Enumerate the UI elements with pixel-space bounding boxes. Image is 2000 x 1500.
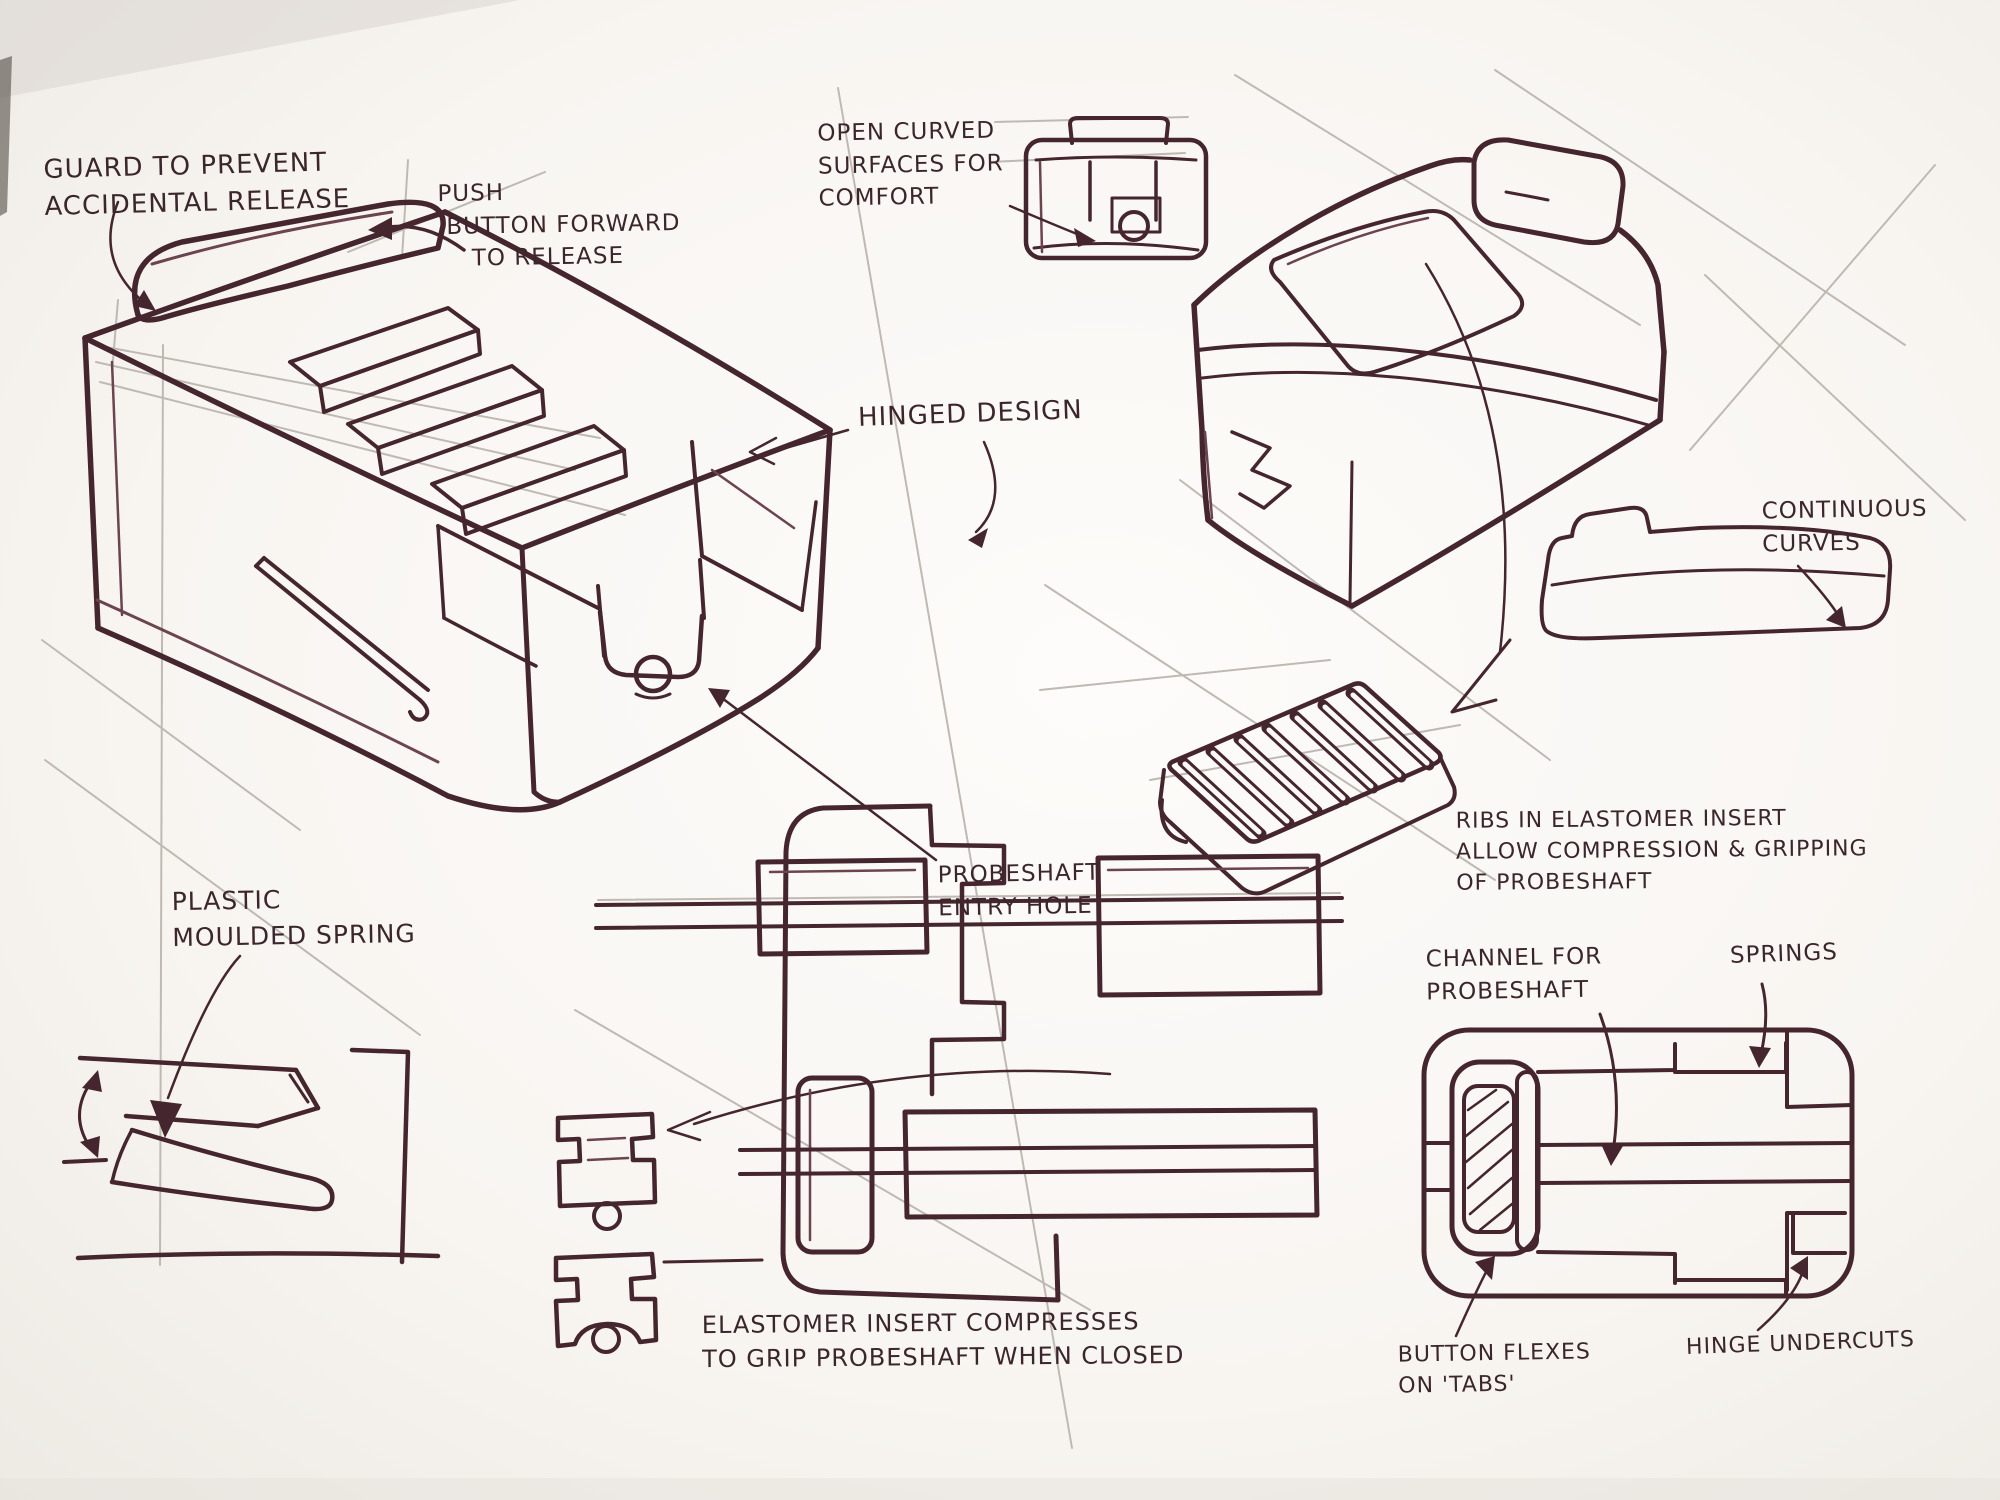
- note-push-button: PUSH BUTTON FORWARD TO RELEASE: [437, 179, 681, 273]
- button-flexes-leader: [1454, 1256, 1495, 1338]
- flex-double-arrow: [78, 1070, 102, 1158]
- pencil-guides: [41, 69, 1966, 1449]
- note-springs: SPRINGS: [1729, 939, 1839, 969]
- button-insert-section: [795, 1075, 875, 1255]
- push-arrow: [368, 217, 466, 252]
- figure-moulded-spring: [62, 1047, 441, 1265]
- figure-closed-device: [1191, 137, 1667, 609]
- hinged-leader: [748, 428, 997, 548]
- insert-ribs: [1177, 687, 1435, 840]
- note-hinged-design: HINGED DESIGN: [857, 395, 1084, 433]
- note-ribs-elastomer: RIBS IN ELASTOMER INSERT ALLOW COMPRESSI…: [1455, 805, 1868, 897]
- ribs-leader: [1424, 262, 1512, 714]
- probeshaft-entry-leader: [708, 688, 938, 862]
- channel-leader: [1598, 1012, 1623, 1166]
- figure-side-profile: [1539, 505, 1893, 641]
- figure-channel-top-view: [1421, 1027, 1855, 1299]
- probeshaft-entry-hole: [633, 654, 673, 694]
- guard-leader: [109, 200, 156, 311]
- probeshaft-lines: [594, 896, 1344, 1176]
- note-continuous-curves: CONTINUOUS CURVES: [1761, 495, 1928, 558]
- leader-arrows: [109, 200, 1846, 1338]
- note-button-flexes: BUTTON FLEXES ON 'TABS': [1397, 1339, 1592, 1399]
- open-curved-leader: [1008, 204, 1096, 247]
- note-elastomer-compresses: ELASTOMER INSERT COMPRESSES TO GRIP PROB…: [701, 1307, 1185, 1374]
- continuous-leader: [1796, 564, 1846, 628]
- hatched-button: [1462, 1084, 1516, 1234]
- note-plastic-spring: PLASTIC MOULDED SPRING: [171, 885, 417, 952]
- figure-front-view: [1023, 116, 1209, 261]
- note-guard: GUARD TO PREVENT ACCIDENTAL RELEASE: [43, 147, 351, 222]
- figure-cross-section: [594, 803, 1344, 1303]
- figure-main-open-device: [82, 199, 833, 813]
- channel-lines: [1536, 1141, 1852, 1185]
- springs-leader: [1749, 982, 1771, 1068]
- pointer-arrowhead: [666, 1110, 712, 1142]
- figure-ribbed-insert: [1158, 681, 1457, 896]
- hinge-undercuts-leader: [1756, 1256, 1808, 1332]
- note-open-curved: OPEN CURVED SURFACES FOR COMFORT: [817, 117, 1004, 212]
- figure-insert-profiles: [553, 1069, 1112, 1354]
- note-probeshaft-entry: PROBESHAFT ENTRY HOLE: [937, 859, 1101, 922]
- plastic-spring-leader: [150, 954, 242, 1138]
- note-channel: CHANNEL FOR PROBESHAFT: [1425, 943, 1603, 1006]
